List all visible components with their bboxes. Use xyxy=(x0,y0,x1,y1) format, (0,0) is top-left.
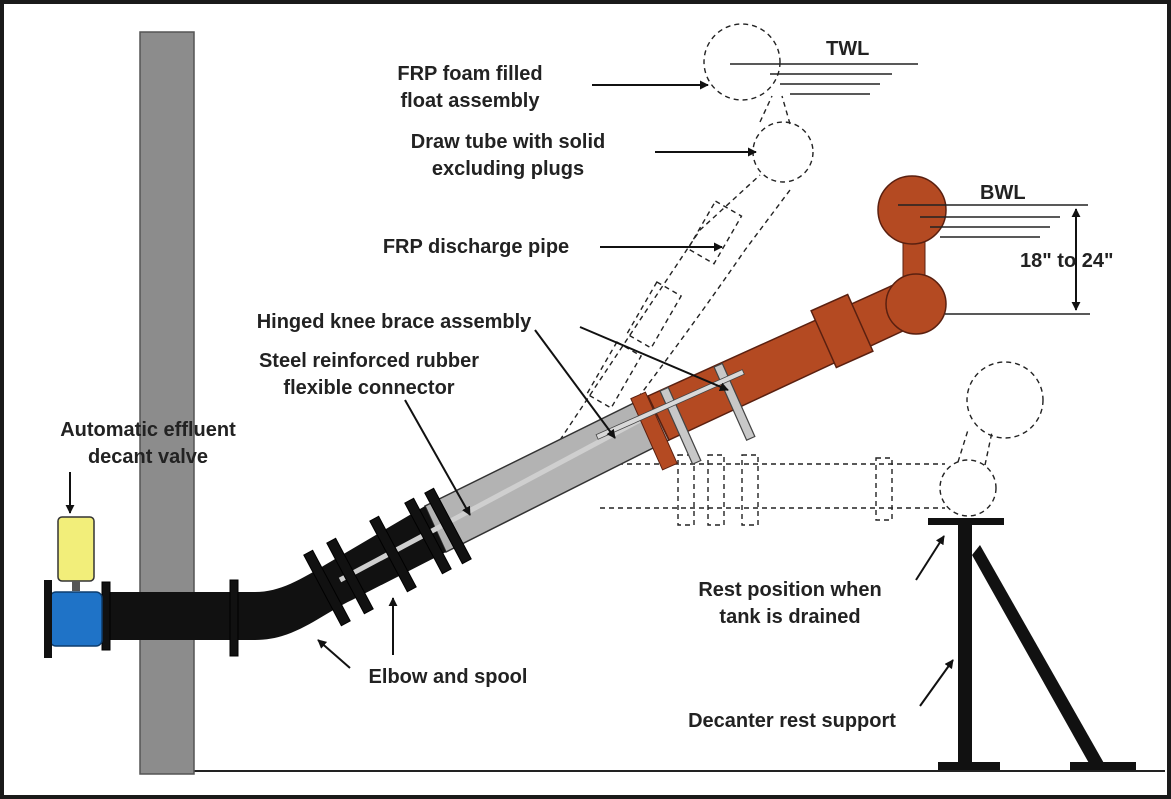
discharge-pipe-label: FRP discharge pipe xyxy=(383,236,569,258)
orange-coupling xyxy=(810,293,874,369)
orange-end-flange xyxy=(630,391,678,471)
leader-arrows xyxy=(65,80,954,707)
rest-position-label-line2: tank is drained xyxy=(719,606,860,628)
rest-position-label-line1: Rest position when xyxy=(698,579,881,601)
range-label: 18" to 24" xyxy=(1020,250,1113,272)
bwl-lines xyxy=(898,204,1090,315)
connector-label-line1: Steel reinforced rubber xyxy=(259,350,479,372)
valve-label-line2: decant valve xyxy=(88,446,208,468)
orange-pipe xyxy=(646,281,924,441)
float-label-line1: FRP foam filled xyxy=(397,63,542,85)
rest-support xyxy=(928,518,1136,770)
rest-support-label: Decanter rest support xyxy=(688,710,896,732)
float-label-line2: float assembly xyxy=(401,90,541,112)
twl-lines xyxy=(730,63,918,95)
elbow-spool-label: Elbow and spool xyxy=(369,666,528,688)
twl-label: TWL xyxy=(826,38,869,60)
black-pipe xyxy=(103,506,446,640)
valve-label-line1: Automatic effluent xyxy=(60,419,236,441)
valve-body xyxy=(49,591,103,647)
bwl-label: BWL xyxy=(980,182,1026,204)
connector-label-line2: flexible connector xyxy=(283,377,454,399)
valve-flange xyxy=(44,580,52,658)
rest-position-ghost xyxy=(600,361,1044,526)
draw-tube-ball xyxy=(885,273,947,335)
pipe-flanges xyxy=(101,487,472,657)
float-ball xyxy=(877,175,947,245)
valve-actuator xyxy=(57,516,95,582)
valve-stem xyxy=(72,581,80,591)
knee-brace xyxy=(595,369,745,440)
connector-stripe xyxy=(338,417,642,583)
draw-tube-label-line1: Draw tube with solid xyxy=(411,131,605,153)
tank-wall xyxy=(139,31,195,775)
knee-brace-label: Hinged knee brace assembly xyxy=(257,311,532,333)
draw-tube-label-line2: excluding plugs xyxy=(432,158,584,180)
